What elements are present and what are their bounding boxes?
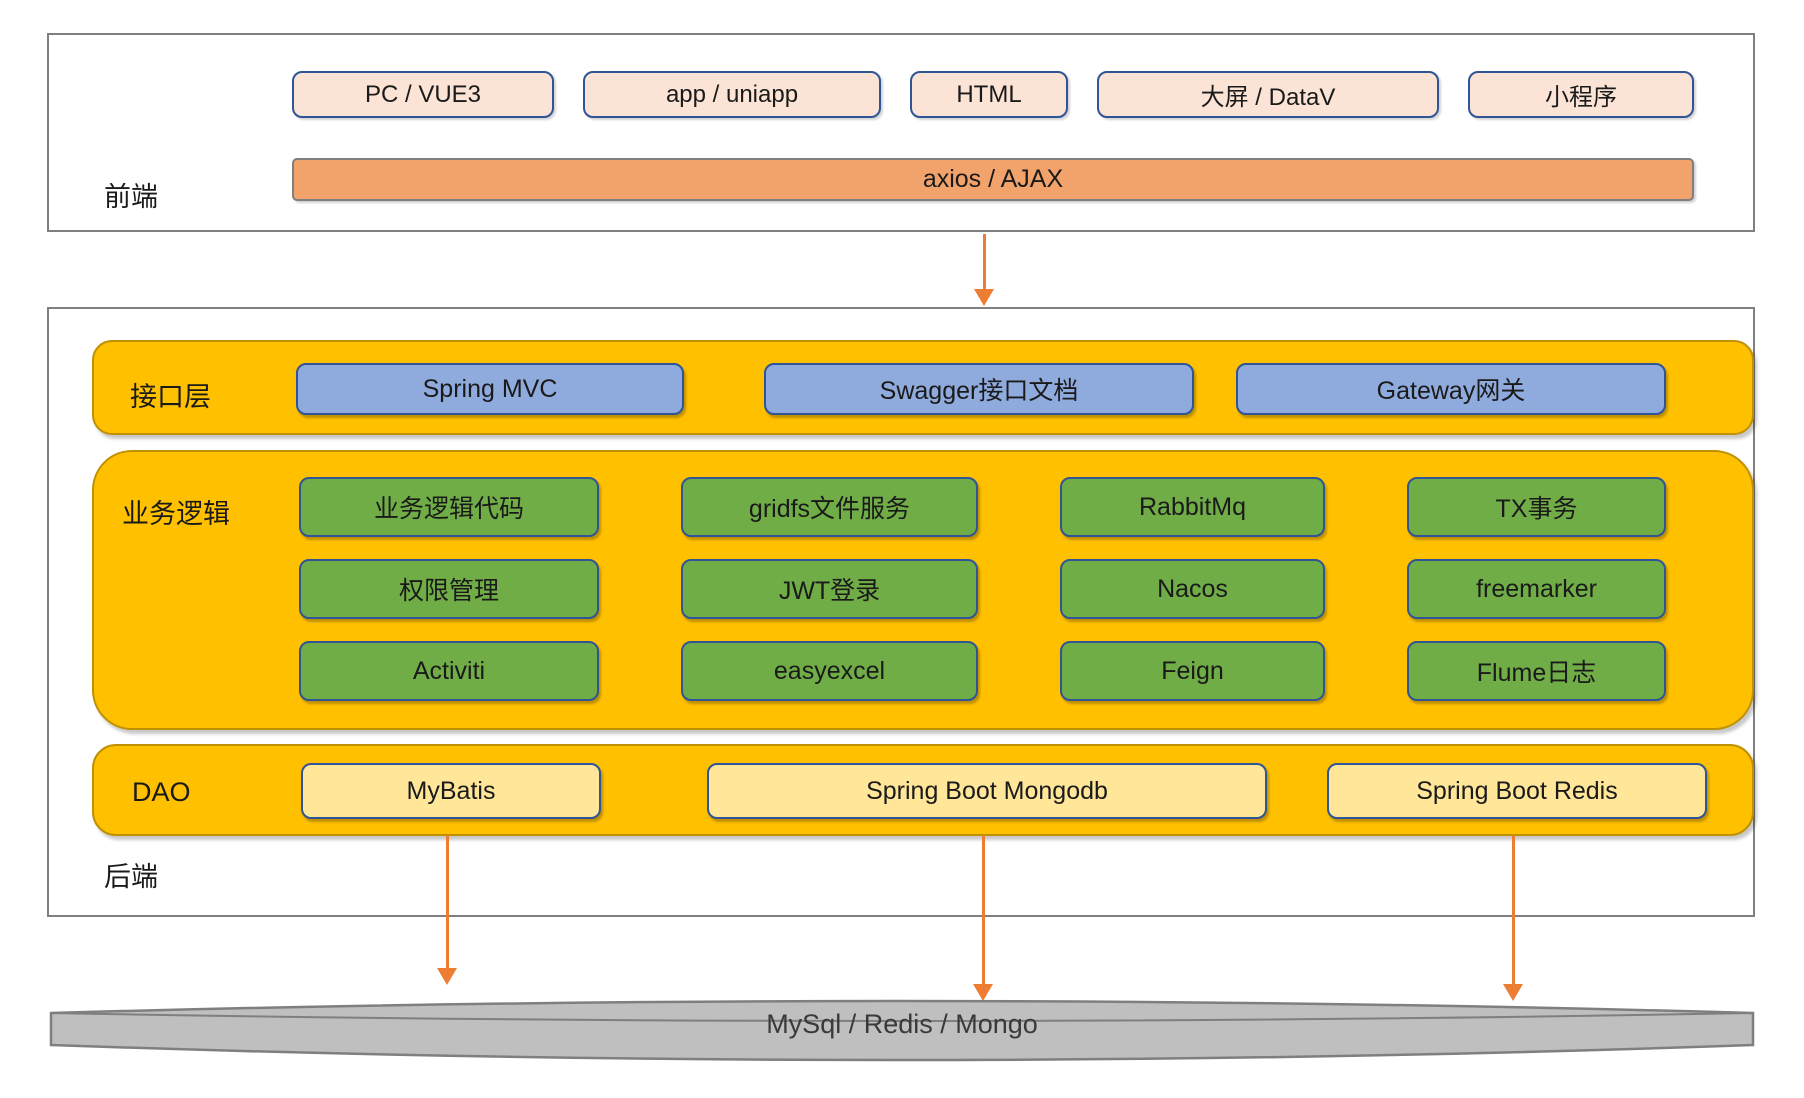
business-item-rabbitmq: RabbitMq: [1060, 477, 1325, 537]
client-box-html: HTML: [910, 71, 1068, 118]
business-item-easyexcel: easyexcel: [681, 641, 978, 701]
business-layer-label: 业务逻辑: [122, 499, 230, 529]
backend-section: 接口层 Spring MVC Swagger接口文档 Gateway网关 业务逻…: [47, 307, 1755, 917]
business-item-business-logic-code: 业务逻辑代码: [299, 477, 599, 537]
business-row-2: 权限管理 JWT登录 Nacos freemarker: [299, 559, 1666, 619]
business-item-jwt-login: JWT登录: [681, 559, 978, 619]
arrow-head-icon: [1503, 984, 1523, 1001]
client-box-datav: 大屏 / DataV: [1097, 71, 1439, 118]
business-item-permission-management: 权限管理: [299, 559, 599, 619]
frontend-label: 前端: [104, 182, 158, 212]
client-box-miniprogram: 小程序: [1468, 71, 1694, 118]
arrow-line: [982, 234, 986, 289]
arrow-line: [981, 836, 985, 984]
interface-layer-band: 接口层 Spring MVC Swagger接口文档 Gateway网关: [92, 340, 1754, 435]
business-row-3: Activiti easyexcel Feign Flume日志: [299, 641, 1666, 701]
dao-item-mybatis: MyBatis: [301, 763, 601, 819]
transport-bar-axios-ajax: axios / AJAX: [292, 158, 1694, 201]
dao-layer-label: DAO: [132, 777, 191, 807]
business-item-tx-transaction: TX事务: [1407, 477, 1666, 537]
arrow-line: [1511, 836, 1515, 984]
business-item-gridfs-file-service: gridfs文件服务: [681, 477, 978, 537]
interface-item-spring-mvc: Spring MVC: [296, 363, 684, 415]
backend-label: 后端: [104, 862, 158, 892]
database-cylinder-shape: [49, 999, 1755, 1062]
business-item-freemarker: freemarker: [1407, 559, 1666, 619]
business-item-activiti: Activiti: [299, 641, 599, 701]
dao-item-spring-boot-mongodb: Spring Boot Mongodb: [707, 763, 1267, 819]
frontend-clients-row: PC / VUE3 app / uniapp HTML 大屏 / DataV 小…: [292, 71, 1694, 118]
business-item-nacos: Nacos: [1060, 559, 1325, 619]
business-item-flume-log: Flume日志: [1407, 641, 1666, 701]
business-item-feign: Feign: [1060, 641, 1325, 701]
arrow-head-icon: [973, 984, 993, 1001]
frontend-section: 前端 PC / VUE3 app / uniapp HTML 大屏 / Data…: [47, 33, 1755, 232]
client-box-app-uniapp: app / uniapp: [583, 71, 881, 118]
client-box-pc-vue3: PC / VUE3: [292, 71, 554, 118]
business-layer-band: 业务逻辑 业务逻辑代码 gridfs文件服务 RabbitMq TX事务 权限管…: [92, 450, 1754, 730]
database-label: MySql / Redis / Mongo: [766, 1009, 1038, 1039]
database-cylinder: MySql / Redis / Mongo: [47, 985, 1757, 1077]
arrow-head-icon: [437, 968, 457, 985]
interface-item-swagger-docs: Swagger接口文档: [764, 363, 1194, 415]
arrow-head-icon: [974, 289, 994, 306]
dao-item-spring-boot-redis: Spring Boot Redis: [1327, 763, 1707, 819]
dao-layer-band: DAO MyBatis Spring Boot Mongodb Spring B…: [92, 744, 1754, 836]
interface-item-gateway: Gateway网关: [1236, 363, 1666, 415]
business-row-1: 业务逻辑代码 gridfs文件服务 RabbitMq TX事务: [299, 477, 1666, 537]
interface-layer-label: 接口层: [130, 382, 211, 412]
arrow-line: [445, 836, 449, 968]
